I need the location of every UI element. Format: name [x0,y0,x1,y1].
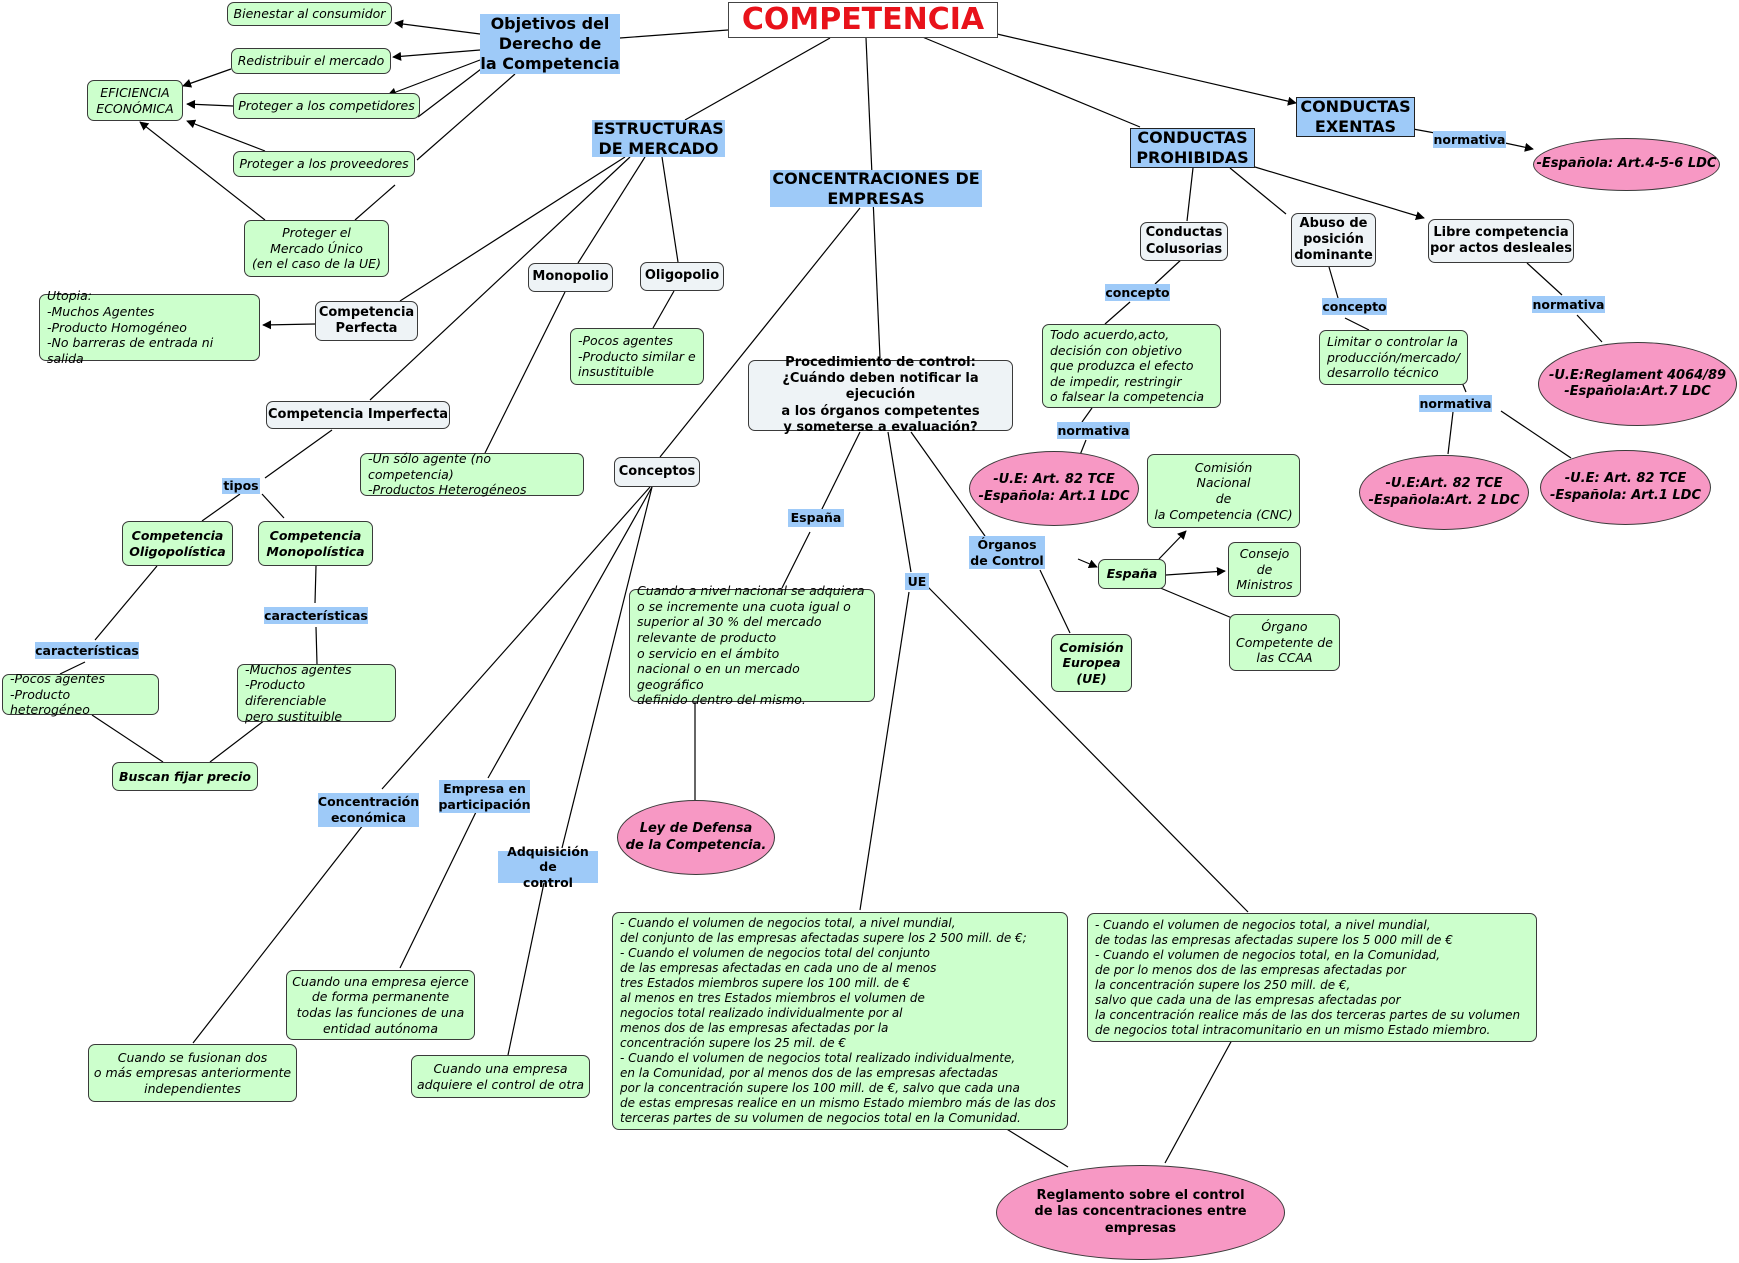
economic-concentration-label: Concentración económica [317,793,420,827]
ldc-law: Ley de Defensa de la Competencia. [617,800,775,875]
exempt-regulation: -Española: Art.4-5-6 LDC [1533,138,1720,191]
spain-threshold-description: Cuando a nivel nacional se adquiera o se… [629,583,875,707]
control-body-spain: España [1098,559,1166,589]
european-commission: Comisión Europea (UE) [1051,634,1132,692]
collusive-conduct: Conductas Colusorias [1140,222,1228,261]
monopoly-description: -Un sólo agente (no competencia) -Produc… [360,451,584,497]
abuse-regulation-2: -U.E: Art. 82 TCE -Española: Art.1 LDC [1540,450,1711,525]
collusive-description: Todo acuerdo,acto, decisión con objetivo… [1042,324,1221,408]
features-label-oligopolistic: características [35,642,139,659]
joint-venture-description: Cuando una empresa ejerce de forma perma… [286,970,475,1040]
abuse-description: Limitar o controlar la producción/mercad… [1319,330,1468,385]
objective-protect-competitors: Proteger a los competidores [233,93,420,119]
abuse-concept-label: concepto [1322,298,1387,315]
unfair-regulation: -U.E:Reglament 4064/89 -Española:Art.7 L… [1538,342,1737,426]
collusive-regulation-label: normativa [1057,422,1130,439]
economic-concentration-description: Cuando se fusionan dos o más empresas an… [88,1044,297,1102]
objective-redistribute-market: Redistribuir el mercado [231,48,391,74]
eu-threshold-description-2: - Cuando el volumen de negocios total, a… [1087,913,1537,1042]
objective-single-market: Proteger el Mercado Único (en el caso de… [244,220,389,277]
unfair-competition: Libre competencia por actos desleales [1428,219,1574,263]
cnc: Comisión Nacional de la Competencia (CNC… [1147,454,1300,528]
collusive-regulation: -U.E: Art. 82 TCE -Española: Art.1 LDC [969,451,1139,526]
monopolistic-description: -Muchos agentes -Producto diferenciable … [237,662,396,724]
abuse-regulation-1: -U.E:Art. 82 TCE -Española:Art. 2 LDC [1359,455,1529,530]
prohibited-conduct-heading: CONDUCTAS PROHIBIDAS [1130,128,1255,168]
concepts: Conceptos [614,457,700,487]
types-label: tipos [222,478,260,494]
abuse-dominant-position: Abuso de posición dominante [1291,213,1376,267]
concentrations-heading: CONCENTRACIONES DE EMPRESAS [770,169,982,208]
fix-price: Buscan fijar precio [112,762,258,791]
ccaa-competent-body: Órgano Competente de las CCAA [1229,614,1340,671]
eu-label: UE [905,573,929,590]
exempt-regulation-label: normativa [1433,131,1506,148]
unfair-regulation-label: normativa [1532,296,1605,313]
objectives-heading: Objetivos del Derecho de la Competencia [480,14,620,74]
control-bodies-label: Órganos de Control [969,536,1045,569]
objective-consumer-welfare: Bienestar al consumidor [227,2,392,26]
imperfect-competition: Competencia Imperfecta [266,401,450,429]
features-label-monopolistic: características [264,607,368,624]
oligopoly-description: -Pocos agentes -Producto similar e insus… [570,328,704,385]
monopolistic-competition: Competencia Monopolística [258,521,373,566]
spain-label: España [788,509,844,527]
acquisition-of-control-description: Cuando una empresa adquiere el control d… [411,1055,590,1098]
council-of-ministers: Consejo de Ministros [1228,542,1301,597]
control-procedure: Procedimiento de control: ¿Cuándo deben … [748,355,1013,435]
abuse-regulation-label: normativa [1419,395,1492,412]
objective-protect-suppliers: Proteger a los proveedores [233,151,415,177]
economic-efficiency: EFICIENCIA ECONÓMICA [87,80,183,121]
oligopolistic-competition: Competencia Oligopolística [122,521,233,566]
perfect-competition: Competencia Perfecta [315,301,418,341]
concentration-regulation: Reglamento sobre el control de las conce… [996,1165,1285,1260]
joint-venture-label: Empresa en participación [438,780,531,813]
collusive-concept-label: concepto [1105,284,1170,301]
exempt-conduct-heading: CONDUCTAS EXENTAS [1296,97,1415,137]
oligopolistic-description: -Pocos agentes -Producto heterogéneo [2,671,159,717]
main-title: COMPETENCIA [728,2,998,38]
monopoly: Monopolio [528,263,613,292]
utopia-description: Utopia: -Muchos Agentes -Producto Homogé… [39,288,260,366]
eu-threshold-description-1: - Cuando el volumen de negocios total, a… [612,912,1068,1130]
market-structures-heading: ESTRUCTURAS DE MERCADO [592,118,725,158]
oligopoly: Oligopolio [640,262,724,291]
acquisition-of-control-label: Adquisición de control [498,844,598,890]
